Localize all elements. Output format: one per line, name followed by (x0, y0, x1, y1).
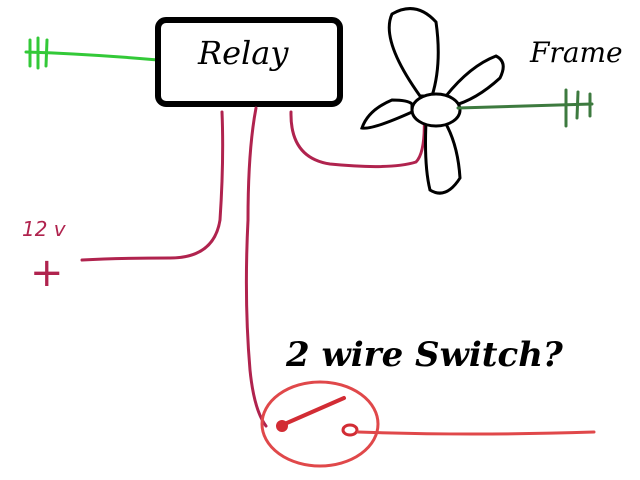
fan-icon (360, 7, 505, 195)
switch-lever (278, 396, 346, 428)
fan-blade-left (360, 98, 414, 130)
switch-circle (260, 380, 380, 468)
ground-right-icon (456, 88, 594, 128)
switch-icon (260, 380, 596, 468)
relay-box (155, 17, 343, 107)
ground-left-tick-3 (44, 38, 49, 68)
switch-question-label: 2 wire Switch? (285, 335, 564, 375)
fan-hub (410, 92, 462, 128)
ground-left-wire (24, 50, 160, 62)
fan-blade-right (444, 54, 505, 108)
ground-left-icon (24, 36, 160, 70)
relay-fan-wire (289, 110, 426, 169)
voltage-label: 12 v (22, 217, 67, 241)
frame-label: Frame (529, 36, 623, 69)
switch-out-wire (356, 430, 596, 436)
ground-right-wire (456, 102, 594, 110)
fan-blade-bottom (424, 120, 462, 195)
supply-wire (80, 110, 225, 262)
relay-label: Relay (197, 34, 289, 72)
relay-switch-wire (244, 106, 268, 428)
switch-contact-left (276, 420, 288, 432)
fan-blade-top (387, 7, 440, 98)
switch-contact-right (341, 423, 359, 437)
ground-right-tick-2 (575, 90, 580, 120)
positive-terminal: + (30, 250, 64, 296)
